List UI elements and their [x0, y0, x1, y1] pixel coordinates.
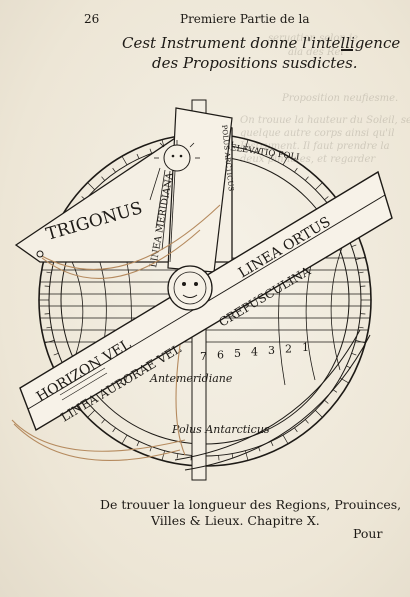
scale-number: 3	[268, 344, 275, 357]
degree-tick	[101, 176, 105, 181]
degree-tick	[324, 196, 329, 200]
bleed-through-text: ala des Rei	[288, 47, 344, 58]
hour-scale	[174, 329, 371, 471]
scale-number: 1	[302, 341, 309, 354]
degree-tick	[358, 326, 364, 329]
degree-tick	[351, 244, 357, 247]
degree-tick	[305, 176, 309, 181]
degree-tick	[176, 453, 179, 459]
degree-tick	[46, 271, 52, 274]
bleed-through-text: Instrument. Il faut prendre la	[240, 141, 390, 152]
degree-tick	[351, 353, 357, 356]
degree-tick	[294, 427, 298, 433]
scale-number: 4	[251, 346, 258, 359]
heading-underline	[341, 49, 353, 51]
catchword: Pour	[353, 526, 383, 541]
bleed-through-text: deux pinnules, et regarder	[240, 154, 376, 165]
degree-tick	[53, 353, 59, 356]
bleed-through-text: seruation selon ie	[268, 33, 359, 44]
scale-number: 6	[217, 349, 224, 362]
degree-tick	[358, 271, 364, 274]
degree-tick	[282, 434, 289, 444]
degree-tick	[87, 182, 95, 190]
degree-tick	[149, 148, 152, 154]
bleed-through-text: On trouue la hauteur du Soleil, se la	[240, 115, 410, 126]
degree-tick	[245, 450, 249, 461]
degree-tick	[136, 441, 140, 447]
degree-tick	[121, 156, 128, 166]
degree-tick	[324, 400, 329, 404]
chapter-heading-line-2: Villes & Lieux. Chapitre X.	[151, 513, 320, 528]
degree-tick	[161, 450, 165, 461]
degree-tick	[46, 326, 52, 329]
degree-tick	[112, 167, 116, 173]
scale-number: 7	[200, 350, 207, 363]
sun-figure	[149, 140, 200, 263]
degree-tick	[315, 182, 323, 190]
pivot-knot	[36, 250, 44, 258]
running-title: Premiere Partie de la	[180, 12, 310, 26]
degree-tick	[315, 410, 323, 418]
degree-tick	[87, 410, 95, 418]
polus-antarcticus-label: Polus Antarcticus	[171, 423, 270, 436]
degree-tick	[270, 441, 274, 447]
degree-tick	[121, 434, 128, 444]
thread-strings	[11, 204, 221, 462]
degree-tick	[258, 148, 261, 154]
eleuatio-poli-label: ELEVATIO POLI	[230, 143, 300, 163]
degree-tick	[282, 156, 289, 166]
volvelle-center	[167, 265, 213, 311]
antemeridiane-label: Antemeridiane	[149, 372, 233, 385]
degree-tick	[245, 139, 249, 150]
page-number: 26	[84, 12, 100, 26]
degree-tick	[305, 419, 309, 424]
bleed-through-text: quelque autre corps ainsi qu'il	[240, 128, 395, 139]
bleed-through-text: Proposition neufiesme.	[282, 93, 399, 104]
degree-tick	[101, 419, 105, 424]
degree-tick	[270, 153, 274, 159]
chapter-heading-line-1: De trouuer la longueur des Regions, Prou…	[100, 497, 402, 512]
degree-tick	[136, 153, 140, 159]
heading-line-2: des Propositions susdictes.	[152, 54, 358, 72]
heading-line-1: Cest Instrument donne l'intelligence	[122, 34, 401, 52]
strip-scale	[59, 367, 108, 401]
scale-number: 2	[285, 343, 292, 356]
degree-tick	[112, 427, 116, 433]
degree-tick	[294, 167, 298, 173]
scale-number: 5	[234, 347, 241, 360]
